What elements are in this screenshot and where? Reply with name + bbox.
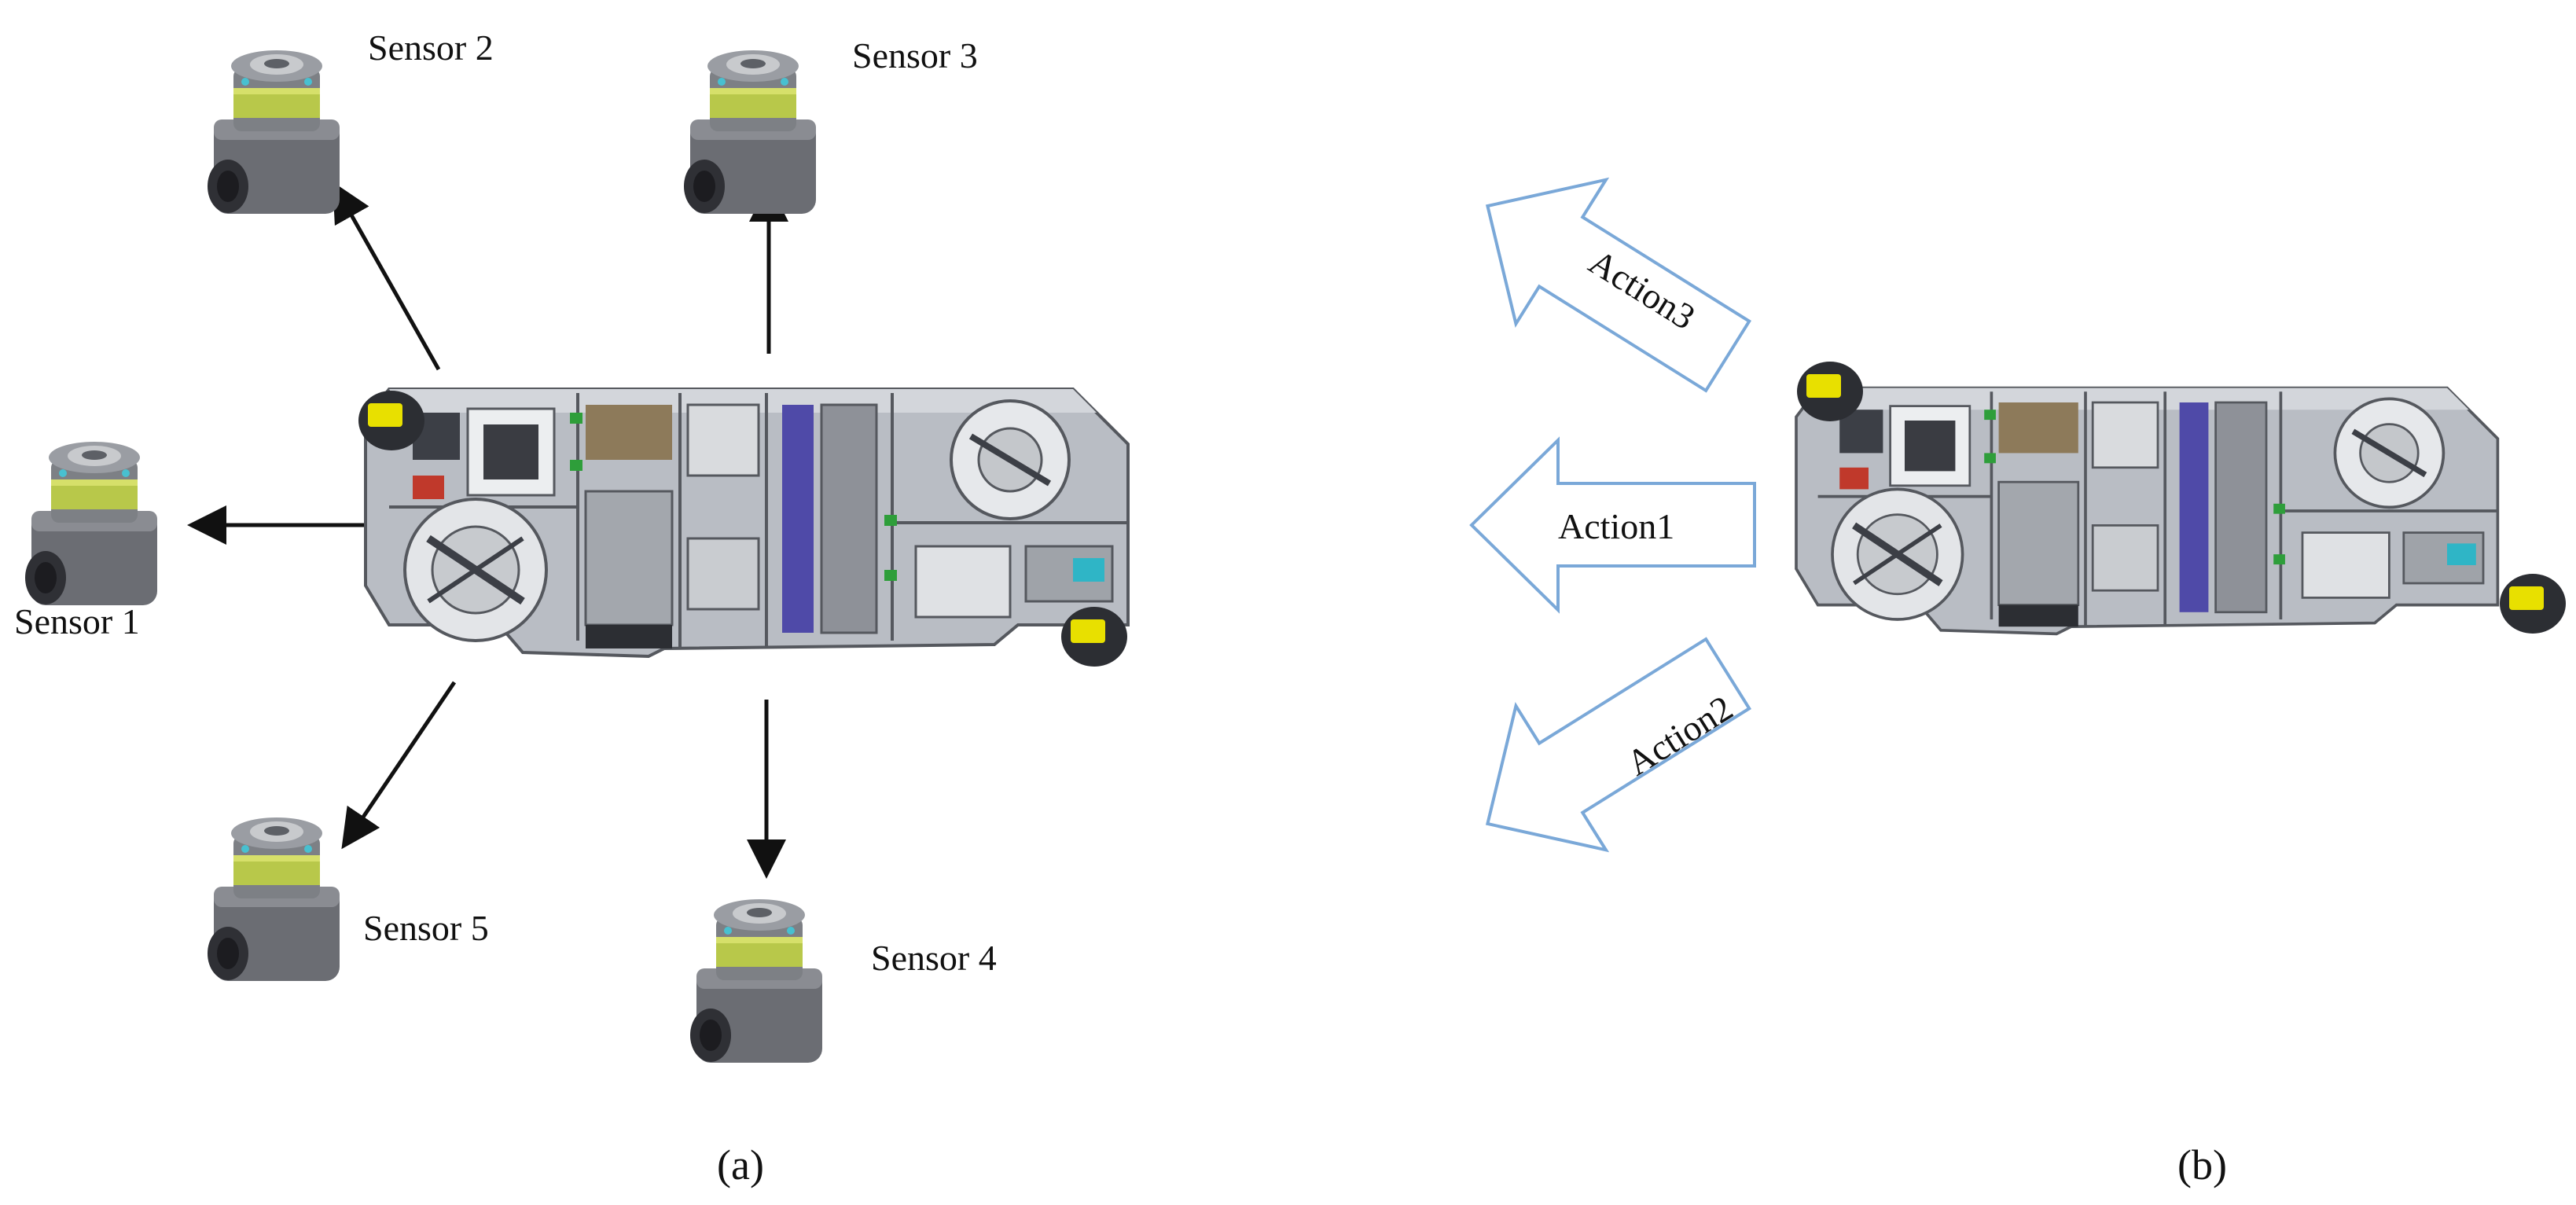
robot-platform-b (1796, 388, 2497, 634)
action2-label: Action2 (1619, 688, 1740, 784)
action3-arrow (1485, 177, 1751, 393)
panel-b: Action1 Action3 Action2 (b) (1469, 177, 2566, 1188)
bumper-sensor-icon (2500, 574, 2566, 634)
sensor-1-label: Sensor 1 (14, 601, 140, 641)
action2-group (1485, 637, 1751, 853)
sensor-1-icon (25, 442, 157, 605)
sensor-5-icon (208, 817, 340, 981)
action3-group (1485, 177, 1751, 393)
bumper-sensor-icon (358, 391, 424, 450)
arrow-to-sensor-5 (341, 681, 457, 850)
sensor-2-icon (208, 50, 340, 214)
sensor-4-icon (690, 899, 822, 1063)
robot-platform-a (366, 389, 1128, 656)
action2-arrow (1485, 637, 1751, 853)
bumper-sensor-icon (1797, 362, 1863, 421)
panel-a: Sensor 1 Sensor 2 Sensor 3 Sensor 4 Sens… (14, 28, 1128, 1188)
bumper-sensor-icon (1061, 607, 1127, 667)
sensor-5-label: Sensor 5 (363, 908, 489, 948)
action1-label: Action1 (1558, 506, 1674, 546)
panel-b-caption: (b) (2177, 1141, 2227, 1188)
panel-a-caption: (a) (717, 1141, 764, 1188)
sensor-2-label: Sensor 2 (368, 28, 494, 68)
sensor-3-icon (684, 50, 816, 214)
arrow-to-sensor-2 (333, 182, 441, 371)
sensor-3-label: Sensor 3 (852, 35, 978, 75)
sensor-4-label: Sensor 4 (871, 938, 997, 978)
action1-arrow (1469, 436, 1756, 614)
